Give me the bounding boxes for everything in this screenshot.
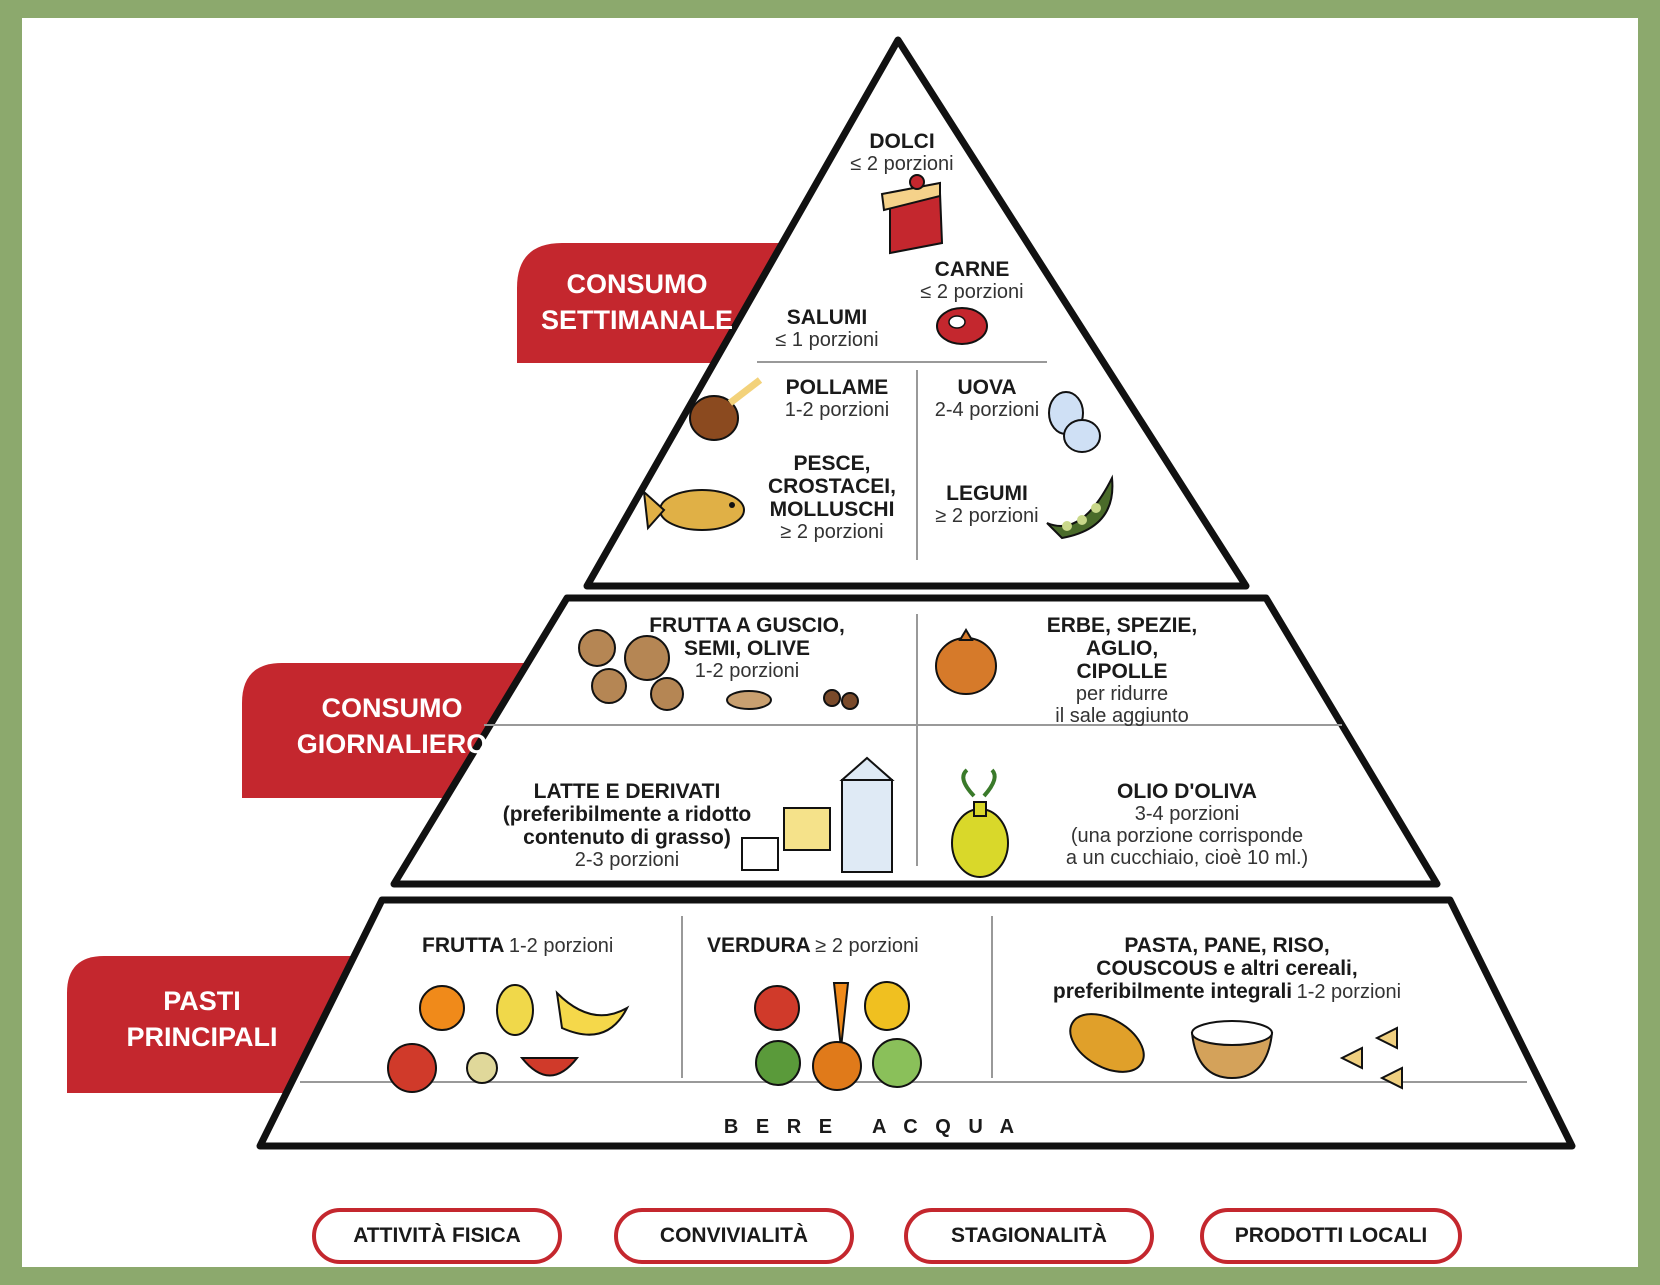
item-name: CARNE	[934, 258, 1010, 281]
vegetables-icon	[754, 981, 922, 1091]
item-salumi: SALUMI ≤ 1 porzioni	[762, 306, 892, 351]
bere-acqua-label: B E R E A C Q U A	[723, 1116, 1021, 1138]
item-line2: CROSTACEI,	[768, 475, 896, 499]
item-portions: ≤ 2 porzioni	[850, 153, 954, 176]
band-line1: CONSUMO	[321, 693, 463, 723]
item-portions: 3-4 porzioni	[1134, 803, 1240, 826]
food-pyramid: CONSUMO SETTIMANALE CONSUMO GIORNALIERO …	[22, 18, 1638, 1267]
band-line2: PRINCIPALI	[126, 1022, 278, 1053]
item-dolci: DOLCI ≤ 2 porzioni	[842, 130, 962, 175]
item-line1: LATTE E DERIVATI	[533, 780, 721, 803]
item-name: FRUTTA	[422, 934, 505, 957]
band-line2: SETTIMANALE	[541, 305, 733, 336]
item-pesce: PESCE, CROSTACEI, MOLLUSCHI ≥ 2 porzioni	[757, 452, 907, 543]
onion-icon	[935, 628, 997, 695]
olive-oil-icon	[951, 768, 1009, 878]
pill-convivialita: CONVIVIALITÀ	[614, 1208, 854, 1264]
steak-icon	[936, 307, 988, 345]
item-legumi: LEGUMI ≥ 2 porzioni	[922, 482, 1052, 527]
item-portions: ≤ 1 porzioni	[775, 329, 879, 352]
cake-icon	[880, 174, 944, 255]
pill-stagionalita: STAGIONALITÀ	[904, 1208, 1154, 1264]
item-portions: 1-2 porzioni	[784, 399, 890, 422]
item-name: POLLAME	[785, 376, 889, 399]
item-portions: ≥ 2 porzioni	[780, 521, 884, 544]
band-label-pasti: PASTI PRINCIPALI	[102, 983, 302, 1056]
item-portions: 2-4 porzioni	[934, 399, 1040, 422]
item-portions: ≥ 2 porzioni	[935, 505, 1039, 528]
item-line1: ERBE, SPEZIE,	[1046, 614, 1198, 637]
item-latte: LATTE E DERIVATI (preferibilmente a rido…	[502, 780, 752, 871]
walnuts-icon	[578, 629, 859, 711]
band-line1: PASTI	[163, 986, 241, 1016]
item-note1: (una porzione corrisponde	[1070, 825, 1304, 848]
band-tab-pasti	[67, 956, 372, 1093]
item-uova: UOVA 2-4 porzioni	[922, 376, 1052, 421]
item-frutta: FRUTTA 1-2 porzioni	[422, 934, 662, 957]
chicken-leg-icon	[689, 377, 763, 441]
item-note2: a un cucchiaio, cioè 10 ml.)	[1065, 847, 1309, 870]
item-cereali: PASTA, PANE, RISO, COUSCOUS e altri cere…	[1007, 934, 1447, 1003]
item-name: UOVA	[957, 376, 1017, 399]
fruits-icon	[387, 984, 630, 1093]
tier-bottom	[256, 896, 1576, 1150]
item-line2: (preferibilmente a ridotto	[502, 803, 752, 827]
item-carne: CARNE ≤ 2 porzioni	[907, 258, 1037, 303]
item-portions: 1-2 porzioni	[508, 935, 614, 957]
yogurt-cheese-milk-icon	[741, 756, 895, 873]
pill-attivita-fisica: ATTIVITÀ FISICA	[312, 1208, 562, 1264]
item-portions: 1-2 porzioni	[1296, 981, 1402, 1004]
item-name: VERDURA	[707, 934, 811, 957]
item-portions: ≥ 2 porzioni	[815, 935, 919, 957]
item-name: LEGUMI	[946, 482, 1028, 505]
fish-icon	[642, 489, 745, 531]
band-label-giornaliero: CONSUMO GIORNALIERO	[267, 690, 517, 763]
bread-rice-pasta-icon	[1069, 1013, 1403, 1090]
item-line3: contenuto di grasso)	[523, 826, 731, 850]
pea-pod-icon	[1046, 474, 1114, 540]
band-tab-settimanale	[517, 243, 782, 363]
item-note2: il sale aggiunto	[1055, 705, 1189, 728]
eggs-icon	[1048, 391, 1101, 453]
item-name: DOLCI	[869, 130, 935, 153]
pill-prodotti-locali: PRODOTTI LOCALI	[1200, 1208, 1462, 1264]
item-line2: COUSCOUS e altri cereali,	[1096, 957, 1358, 981]
item-portions: ≤ 2 porzioni	[920, 281, 1024, 304]
item-note1: per ridurre	[1075, 683, 1169, 706]
item-portions: 2-3 porzioni	[574, 849, 680, 872]
item-line1: PASTA, PANE, RISO,	[1124, 934, 1330, 957]
item-line2: AGLIO,	[1085, 637, 1159, 661]
item-name: SALUMI	[786, 306, 868, 329]
item-line1: FRUTTA A GUSCIO,	[649, 614, 845, 637]
item-line3: CIPOLLE	[1076, 660, 1168, 684]
item-line2: SEMI, OLIVE	[683, 637, 811, 661]
pyramid-graphic	[67, 36, 1576, 1150]
band-line1: CONSUMO	[566, 269, 708, 299]
item-pollame: POLLAME 1-2 porzioni	[767, 376, 907, 421]
item-line3: preferibilmente integrali	[1052, 980, 1293, 1004]
item-line1: PESCE,	[793, 452, 871, 475]
item-verdura: VERDURA ≥ 2 porzioni	[707, 934, 967, 957]
item-olio: OLIO D'OLIVA 3-4 porzioni (una porzione …	[1042, 780, 1332, 869]
item-portions: 1-2 porzioni	[694, 660, 800, 683]
item-line3: MOLLUSCHI	[769, 498, 895, 522]
band-label-settimanale: CONSUMO SETTIMANALE	[522, 266, 752, 339]
band-line2: GIORNALIERO	[296, 729, 488, 760]
item-erbe: ERBE, SPEZIE, AGLIO, CIPOLLE per ridurre…	[1027, 614, 1217, 727]
item-frutta-guscio: FRUTTA A GUSCIO, SEMI, OLIVE 1-2 porzion…	[622, 614, 872, 682]
item-name: OLIO D'OLIVA	[1117, 780, 1257, 803]
